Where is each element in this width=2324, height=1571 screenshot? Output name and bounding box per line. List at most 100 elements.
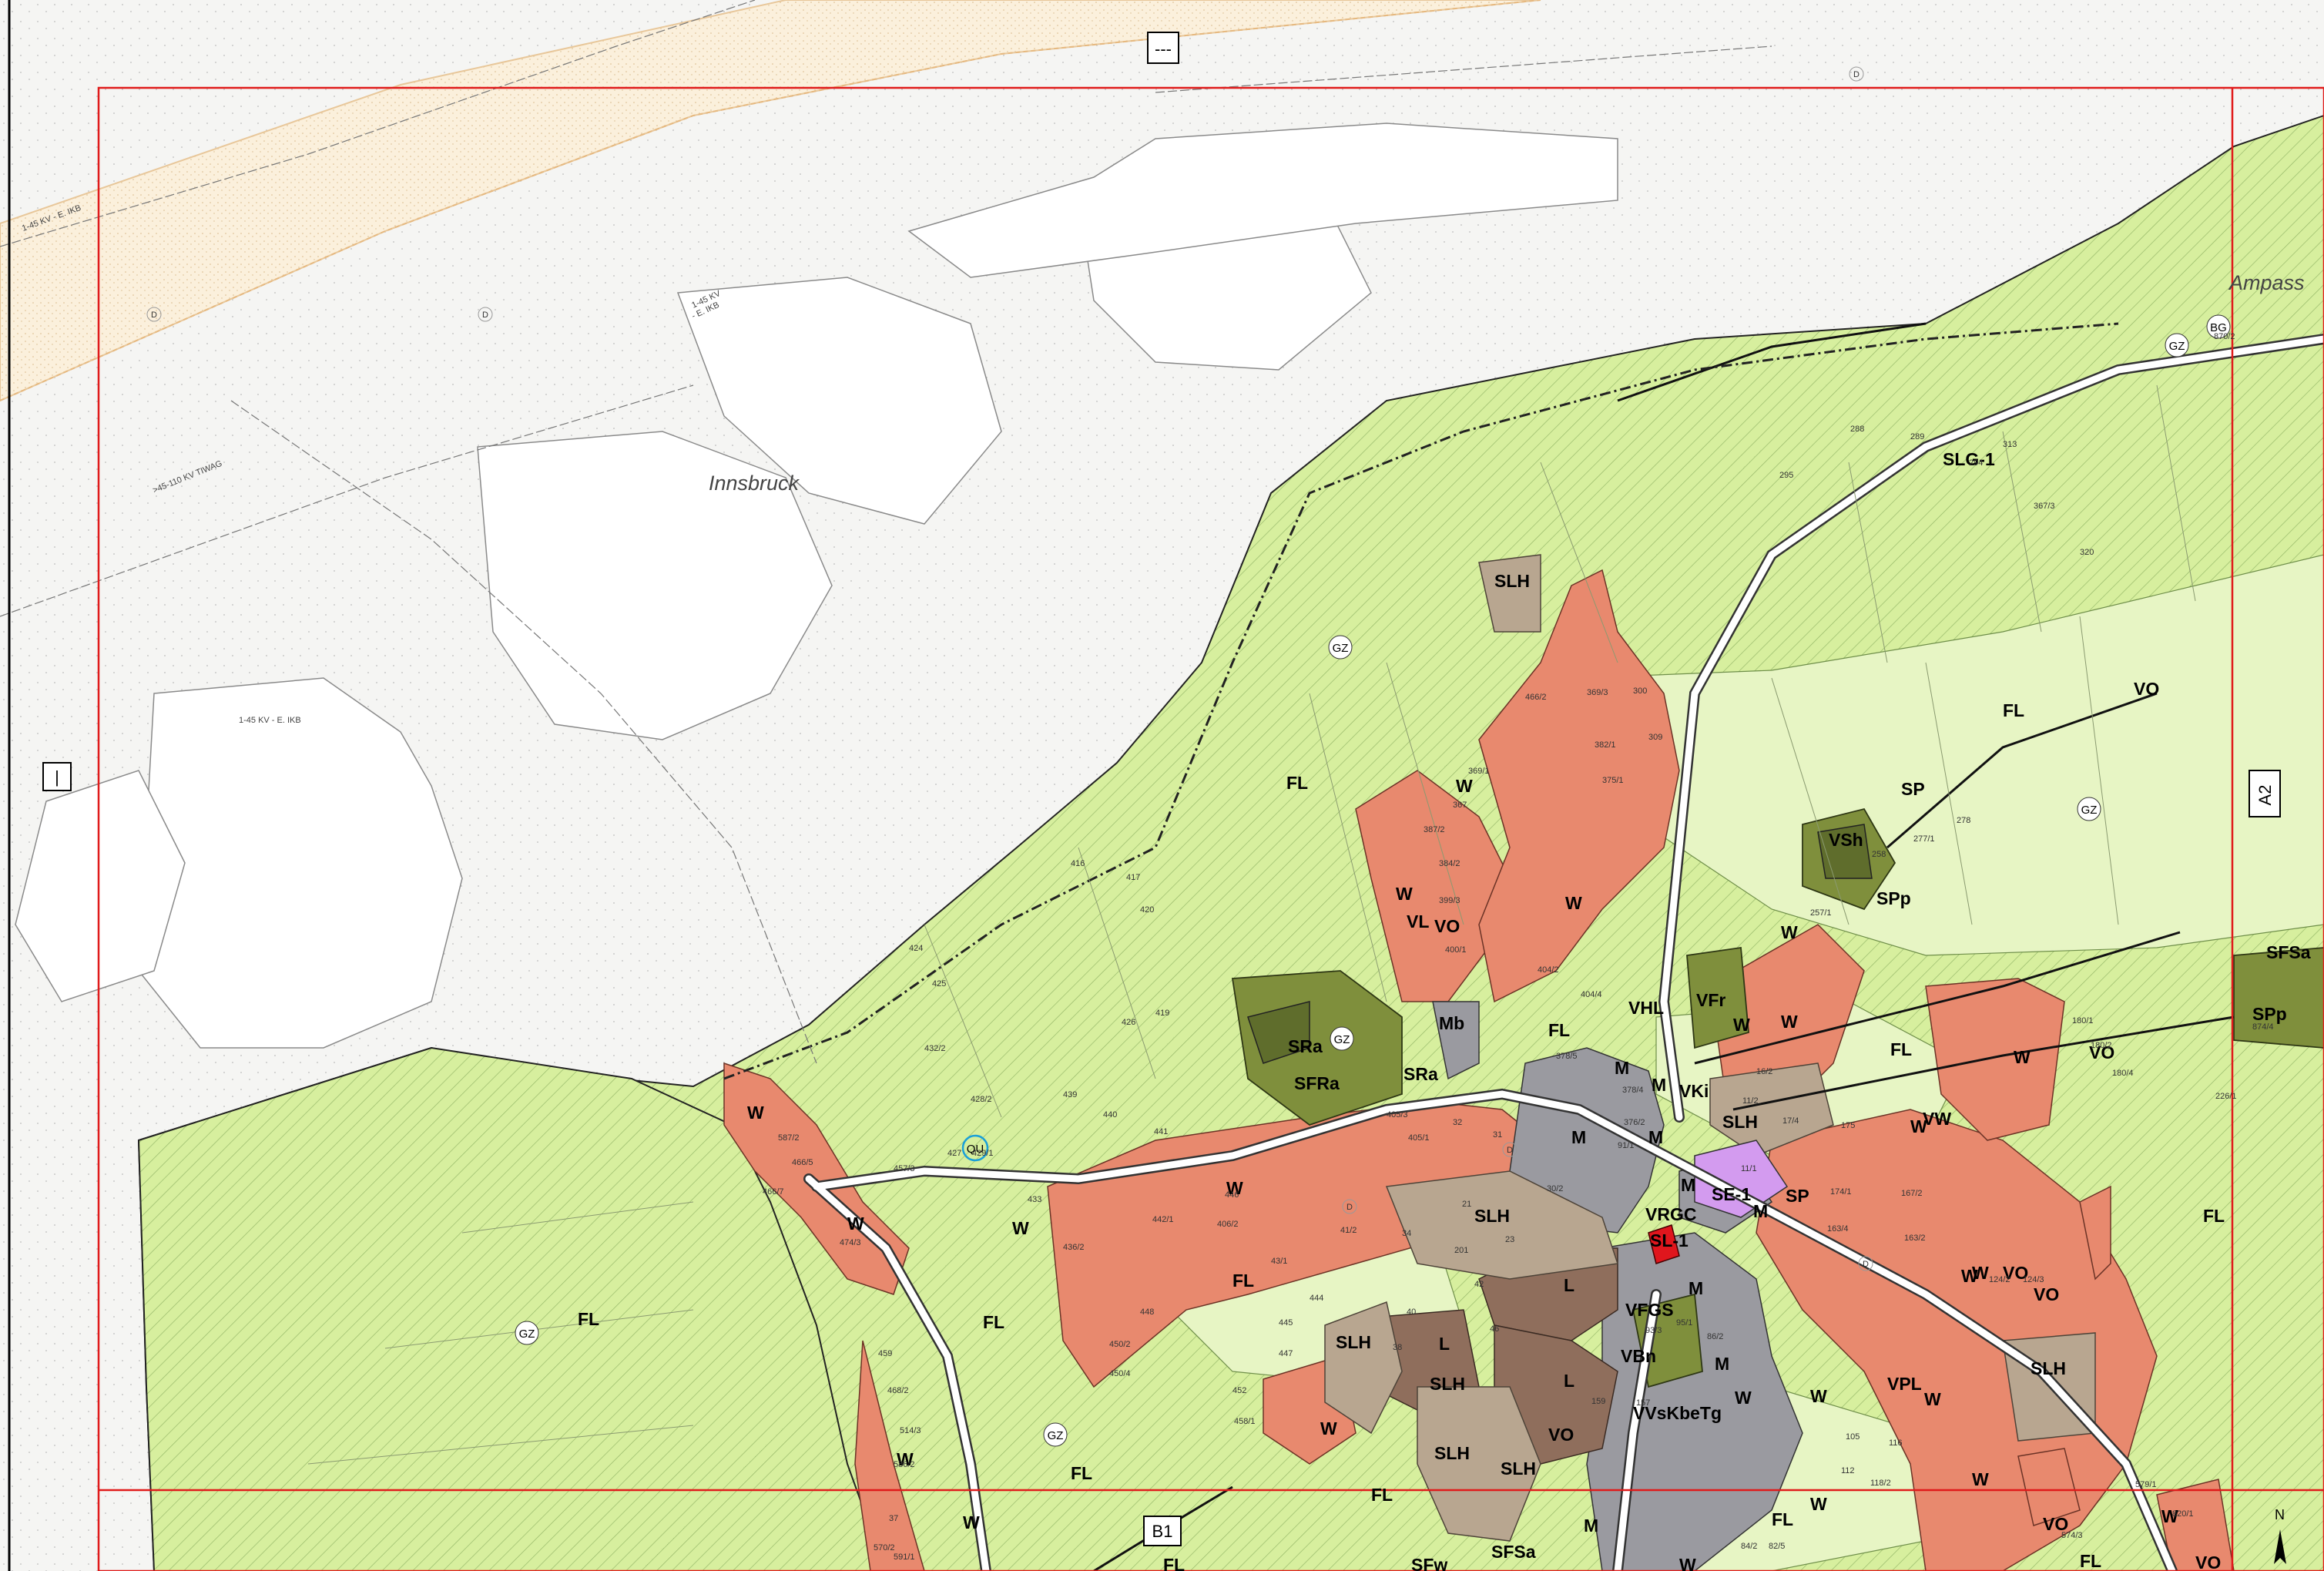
parcel-number: 587/2 [778,1133,800,1143]
parcel-number: 429/1 [972,1149,994,1158]
svg-text:GZ: GZ [2081,804,2098,817]
zone-label: SLH [1494,571,1530,591]
gz-marker: GZ [2165,333,2189,358]
sheet-ref-right-label: A2 [2255,785,2275,806]
parcel-number: 446 [1225,1190,1239,1200]
svg-text:BG: BG [2210,321,2227,334]
parcel-number: 124/3 [2023,1275,2044,1284]
zone-label: VSh [1829,830,1863,850]
parcel-number: 466/5 [792,1158,813,1167]
zone-label: VFGS [1625,1300,1674,1320]
zone-label: FL [2080,1551,2101,1571]
parcel-number: 444 [1310,1294,1323,1303]
zone-label: VO [2089,1042,2114,1062]
parcel-number: 416 [1071,859,1085,868]
zone-label: W [1910,1116,1927,1136]
zone-label: W [1810,1386,1827,1406]
svg-text:D: D [1853,70,1860,79]
parcel-number: 277/1 [1913,834,1935,844]
gz-marker: GZ [1043,1422,1068,1447]
parcel-number: 17/4 [1782,1116,1799,1126]
parcel-number: 257/1 [1810,908,1832,918]
place-innsbruck: Innsbruck [709,472,800,495]
zone-label: SFw [1411,1555,1447,1571]
parcel-number: 91/1 [1618,1141,1634,1150]
parcel-number: 93/3 [1645,1326,1662,1335]
svg-text:D: D [482,311,488,320]
parcel-number: 163/2 [1904,1234,1926,1243]
svg-text:D: D [1346,1203,1353,1212]
parcel-number: 86/2 [1707,1332,1723,1341]
parcel-number: 405/3 [1387,1110,1408,1120]
svg-text:D: D [151,311,157,320]
parcel-number: 433 [1028,1195,1041,1204]
parcel-number: 417 [1126,873,1140,882]
zone-label: W [1961,1266,1978,1286]
zone-label: W [1924,1389,1941,1409]
parcel-number: 367 [1453,801,1467,810]
parcel-number: 406/2 [1217,1220,1239,1229]
place-ampass: Ampass [2228,271,2305,294]
sheet-ref-top[interactable]: --- [1147,32,1179,64]
zone-labels: FL FL FL FL FL FL FL FL FL FL FL FL FL W… [578,449,2311,1571]
zone-label: Mb [1439,1013,1464,1033]
parcel-number: 278 [1957,816,1970,825]
parcel-number: 320 [2080,548,2094,557]
parcel-number: 514/3 [900,1426,921,1435]
zone-label: VO [2043,1514,2068,1534]
zone-label: SLH [1434,1443,1470,1463]
parcel-number: 294 [1969,458,1983,468]
parcel-number: 112 [1841,1466,1855,1475]
parcel-number: 226/1 [2215,1092,2237,1101]
power-lines [0,0,1772,1064]
parcel-number: 30/2 [1547,1184,1563,1193]
zone-label: VL [1407,911,1429,932]
parcel-number: 448 [1140,1307,1154,1317]
zone-label: FL [1232,1271,1254,1291]
parcel-number: 378/5 [1556,1052,1578,1061]
zone-label: M [1689,1278,1703,1298]
parcel-number: 300 [1633,686,1647,696]
parcel-number: 175 [1841,1121,1855,1130]
parcel-number: 157 [1636,1398,1650,1408]
svg-text:GZ: GZ [1334,1033,1350,1046]
sheet-ref-bottom-label: B1 [1152,1522,1173,1541]
parcel-number: 313 [2003,440,2017,449]
olive-zones [1231,807,2324,1388]
zone-label: M [1681,1175,1695,1195]
zone-label: FL [1772,1509,1793,1529]
urban-blocks [15,123,1618,1049]
parcel-number: 375/1 [1602,776,1624,785]
sheet-ref-bottom[interactable]: B1 [1143,1516,1182,1546]
zone-label: SPp [1876,888,1911,908]
parcel-number: 116 [1889,1438,1903,1448]
parcel-number: 38 [1393,1343,1402,1352]
zone-label: W [1735,1388,1752,1408]
parcel-number: 466/7 [763,1187,784,1197]
sheet-ref-top-label: --- [1155,39,1172,59]
parcel-number: 404/4 [1581,990,1602,999]
zone-label: W [1396,884,1413,904]
parcel-lines [307,384,2196,1465]
sheet-ref-left[interactable]: | [42,762,72,791]
parcel-number: 591/1 [894,1553,915,1562]
parcel-number: 95/1 [1676,1318,1692,1328]
zone-label: M [1584,1516,1598,1536]
parcel-number: 442/1 [1152,1215,1174,1224]
zone-label: W [1781,1012,1798,1032]
zone-label: SFSa [1491,1542,1536,1562]
vsh-zone [1817,824,1873,879]
parcel-number: 40 [1407,1307,1416,1317]
sheet-ref-right[interactable]: A2 [2249,770,2281,817]
zone-label: SLH [1336,1332,1371,1352]
parcel-number: 387/2 [1424,825,1445,834]
svg-text:GZ: GZ [1048,1429,1064,1442]
parcel-number: 32 [1453,1118,1462,1127]
svg-text:D: D [1863,1260,1869,1269]
left-hillside [137,1046,887,1571]
gz-marker: GZ [1330,1026,1354,1051]
zone-label: SRa [1288,1036,1323,1056]
parcel-number: 159 [1591,1397,1605,1406]
zone-label: L [1564,1371,1574,1391]
